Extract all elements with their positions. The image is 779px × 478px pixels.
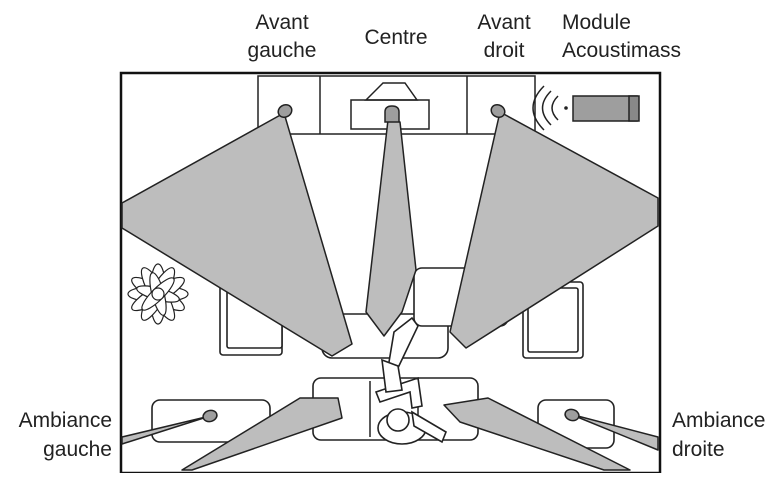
sound-waves-icon	[532, 85, 559, 131]
listener-icon	[374, 316, 447, 445]
beam-center	[365, 119, 417, 337]
beam-surround-left-a	[121, 415, 211, 445]
label-module-line1: Module	[562, 11, 631, 34]
speaker-center	[384, 105, 400, 123]
beam-surround-right-a	[569, 413, 659, 451]
label-surround-right-line2: droite	[672, 438, 725, 461]
label-front-right-line2: droit	[484, 39, 525, 62]
acoustimass-module	[564, 95, 640, 122]
beam-surround-right-b	[443, 397, 631, 471]
label-front-right-line1: Avant	[477, 11, 530, 34]
beam-front-left	[121, 112, 353, 357]
label-surround-right-line1: Ambiance	[672, 409, 765, 432]
speaker-surround-left	[202, 409, 218, 423]
label-surround-left-line1: Ambiance	[19, 409, 112, 432]
label-module-line2: Acoustimass	[562, 39, 681, 62]
speaker-front-left	[277, 103, 293, 119]
label-front-left-line1: Avant	[255, 11, 308, 34]
plant-icon	[127, 263, 189, 325]
label-center: Centre	[364, 26, 427, 49]
label-front-left-line2: gauche	[248, 39, 317, 62]
speaker-surround-right	[564, 408, 580, 422]
label-surround-left-line2: gauche	[43, 438, 112, 461]
beam-front-right	[449, 111, 659, 349]
speaker-front-right	[490, 103, 506, 119]
beam-surround-left-b	[181, 397, 343, 471]
sound-beams	[121, 111, 659, 471]
